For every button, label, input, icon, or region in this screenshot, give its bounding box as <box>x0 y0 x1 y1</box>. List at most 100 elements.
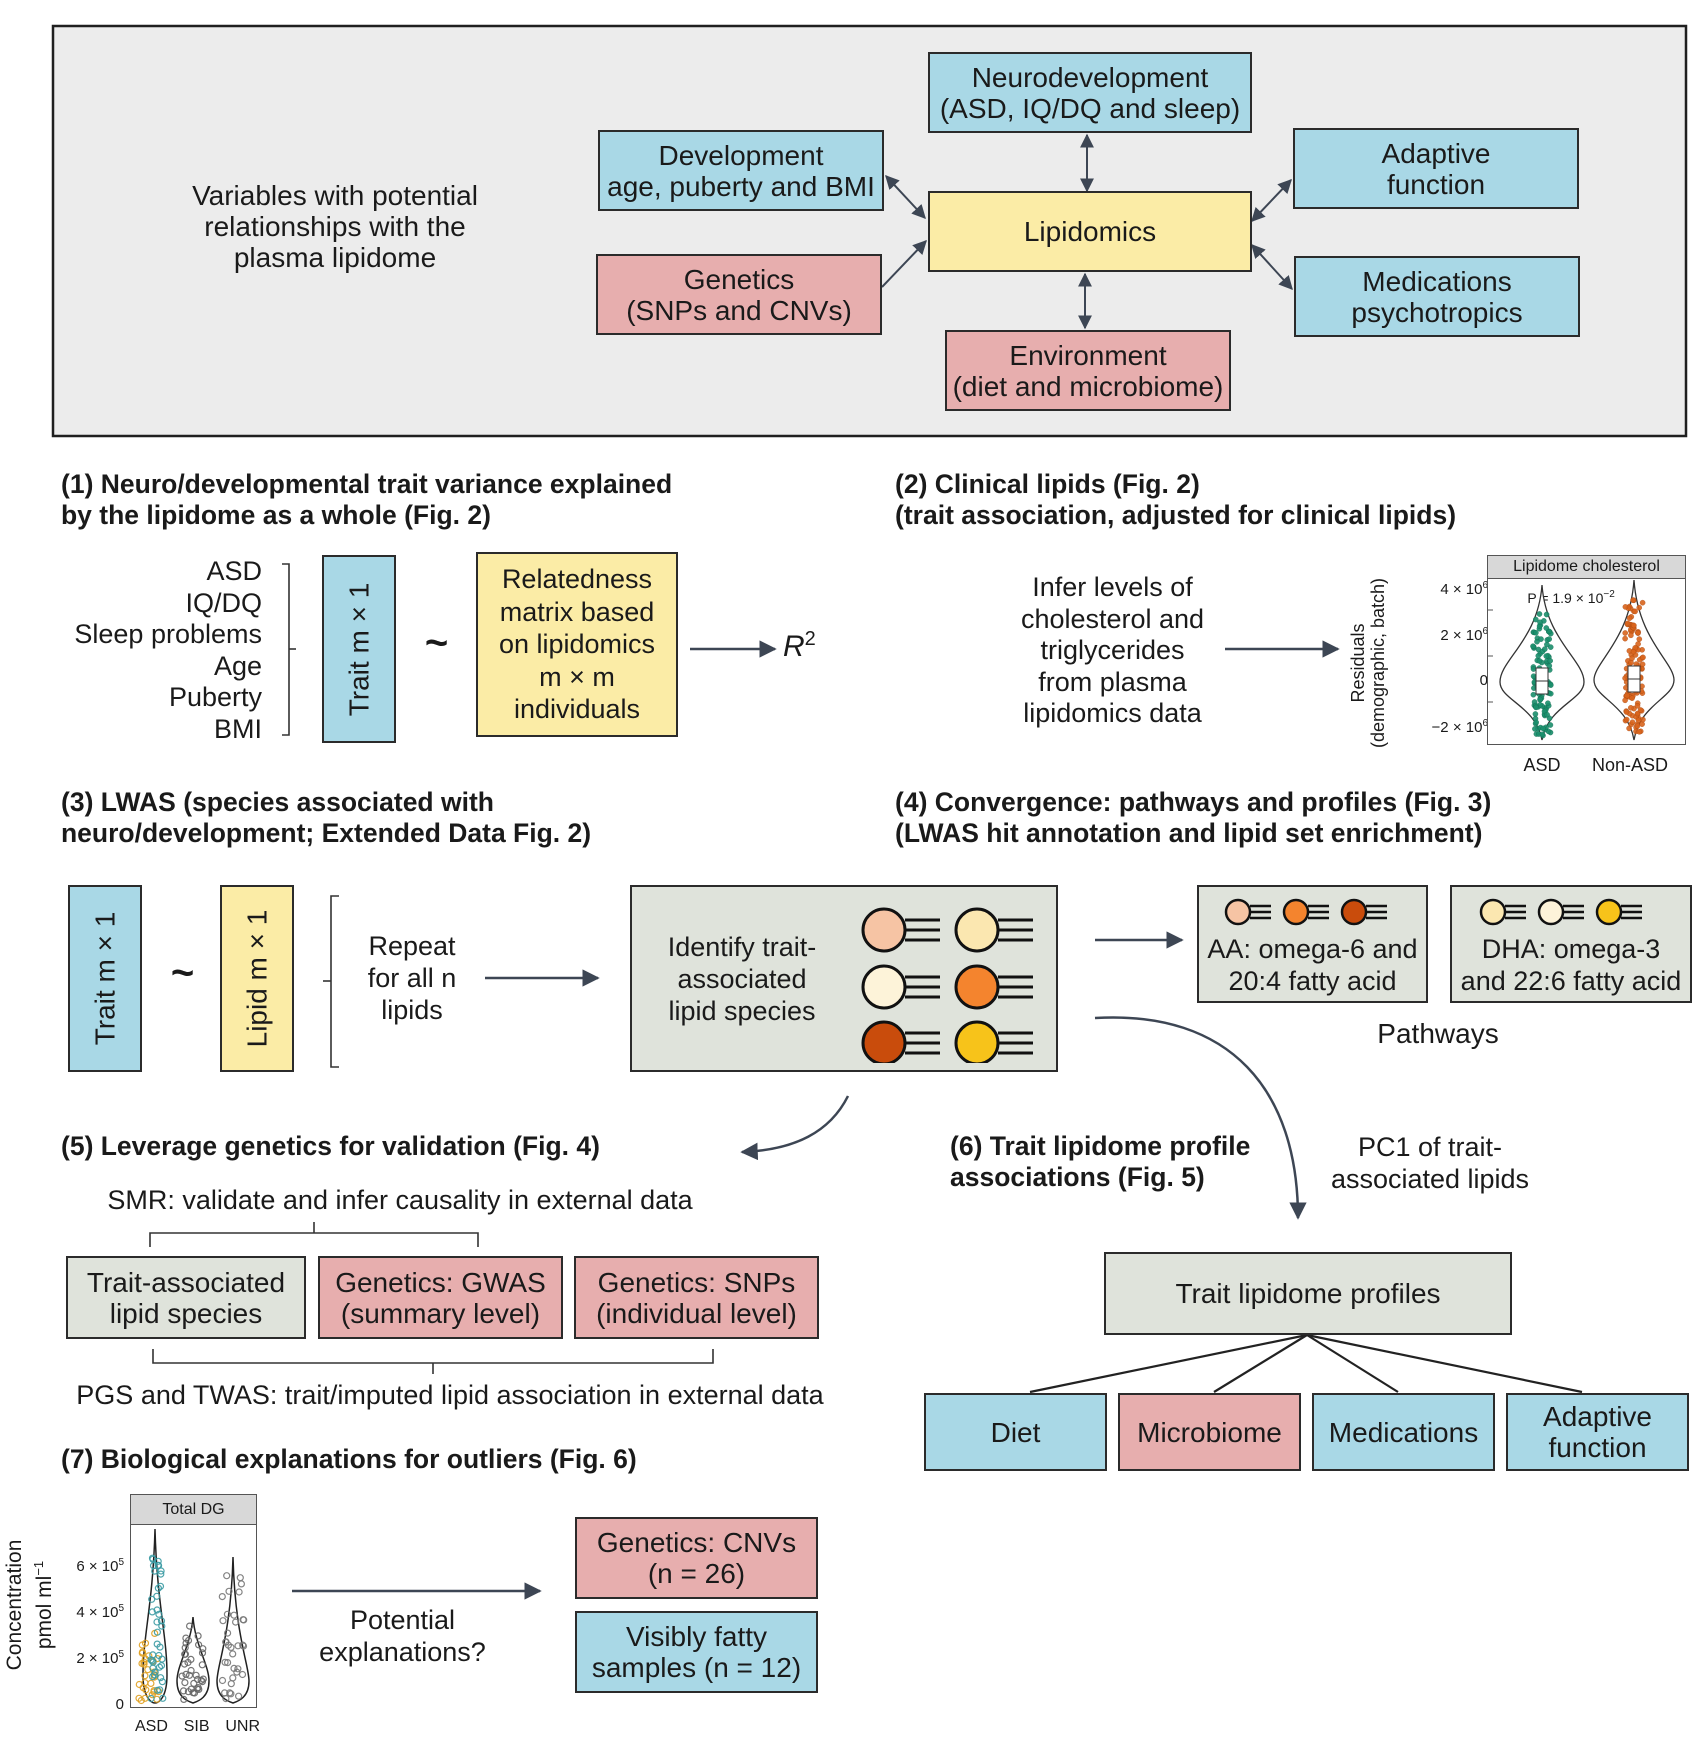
trait-profiles-box: Trait lipidome profiles <box>1104 1252 1512 1335</box>
trait-iq: IQ/DQ <box>185 587 262 618</box>
dg-ytick-2: 2 × 105 <box>76 1649 124 1667</box>
asd-point <box>1544 711 1550 718</box>
dg-unr-point <box>218 1592 226 1601</box>
dg-ytick-4: 4 × 105 <box>76 1603 124 1621</box>
medications-box: Medications psychotropics <box>1294 256 1580 337</box>
tilde-1: ~ <box>424 621 449 665</box>
dg-unr-point <box>222 1638 230 1646</box>
dg-ylabel-line1: Concentration <box>3 1539 26 1671</box>
top-intro-text: Variables with potential relationships w… <box>192 180 478 273</box>
dg-sib-point <box>192 1671 200 1679</box>
dg-asd-point <box>156 1686 164 1694</box>
dg-unr-point <box>230 1611 238 1619</box>
lipid-glyph-3 <box>861 964 940 1010</box>
dg-sib-point <box>194 1684 202 1692</box>
tree-line-diet <box>1029 1333 1308 1394</box>
cholesterol-pvalue: PP = 1.9 × 10−2 <box>1526 589 1615 606</box>
dg-sib-point <box>185 1671 194 1679</box>
arrow-identify-profiles <box>1094 1016 1307 1220</box>
asd-point <box>1547 658 1554 664</box>
r-label: R <box>783 630 805 663</box>
tree-line-medications <box>1306 1334 1399 1393</box>
top-panel-frame <box>51 24 1688 438</box>
asd-point <box>1538 636 1544 642</box>
cnv-box: Genetics: CNVs (n = 26) <box>575 1517 818 1599</box>
chol-ytick-2: 2 × 106 <box>1440 626 1488 644</box>
dg-sib-point <box>193 1675 202 1683</box>
cholesterol-plot-title: Lipidome cholesterol <box>1488 556 1685 579</box>
chol-ytick-4: 4 × 106 <box>1440 580 1488 598</box>
dg-unr-point <box>225 1587 233 1595</box>
dg-unr-point <box>237 1580 246 1588</box>
asd-point <box>1533 719 1540 726</box>
dg-sib-point <box>184 1688 193 1696</box>
arrow-development-lipidomics <box>885 174 926 220</box>
asd-point <box>1543 625 1550 631</box>
trait-bmi: BMI <box>213 713 262 744</box>
asd-point <box>1546 663 1553 669</box>
nonasd-point <box>1627 705 1634 711</box>
trait-vector-label-1: Trait m × 1 <box>343 582 375 716</box>
smr-bracket <box>149 1232 479 1247</box>
dha-lipid-glyphs <box>1479 898 1642 926</box>
asd-point <box>1536 658 1543 664</box>
dg-asd-point <box>145 1652 153 1660</box>
dg-sib-point <box>194 1632 202 1640</box>
section5-heading: (5) Leverage genetics for validation (Fi… <box>61 1131 600 1161</box>
neurodevelopment-box: Neurodevelopment (ASD, IQ/DQ and sleep) <box>928 52 1252 133</box>
dg-asd-point <box>159 1694 167 1702</box>
smr-text: SMR: validate and infer causality in ext… <box>107 1185 693 1215</box>
lipid-glyph-6 <box>954 1020 1033 1063</box>
trait-age: Age <box>213 650 262 681</box>
dg-asd-point <box>157 1570 165 1578</box>
potential-explanations-text: Potential explanations? <box>319 1605 486 1667</box>
aa-pathway-box: AA: omega-6 and 20:4 fatty acid <box>1197 885 1428 1003</box>
lipid-vector-box: Lipid m × 1 <box>220 885 294 1072</box>
dg-unr-point <box>221 1658 229 1666</box>
dg-asd-point <box>141 1672 149 1680</box>
asd-point <box>1533 704 1539 711</box>
chol-ytick-0: 0 <box>1479 672 1488 689</box>
nonasd-point <box>1622 630 1628 636</box>
dg-unr-point <box>235 1588 243 1596</box>
dg-unr-point <box>240 1616 248 1624</box>
dg-xtick-unr: UNR <box>225 1718 260 1735</box>
dg-asd-point <box>148 1657 156 1665</box>
section1-heading: (1) Neuro/developmental trait variance e… <box>61 469 673 530</box>
dg-asd-point <box>158 1655 166 1663</box>
dg-asd-point <box>153 1628 161 1636</box>
nonasd-point <box>1634 629 1641 636</box>
dg-sib-point <box>184 1636 193 1645</box>
cholesterol-ylabel: Residuals (demographic, batch) <box>1348 577 1388 749</box>
trait-vector-label-3: Trait m × 1 <box>89 911 121 1046</box>
arrow-lipidomics-adaptive <box>1251 178 1292 223</box>
medications-profile-box: Medications <box>1312 1393 1495 1471</box>
dg-asd-violin <box>135 1528 168 1705</box>
asd-point <box>1542 646 1548 652</box>
dg-xtick-asd: ASD <box>135 1718 168 1735</box>
dg-sib-point <box>181 1650 190 1658</box>
pathways-label: Pathways <box>1377 1018 1499 1049</box>
repeat-bracket <box>330 895 339 1068</box>
nonasd-point <box>1629 695 1635 701</box>
genetics-box: Genetics (SNPs and CNVs) <box>596 254 882 335</box>
lipid-glyph-1 <box>861 907 940 953</box>
dg-sib-point <box>182 1670 190 1678</box>
aa-pathway-label: AA: omega-6 and 20:4 fatty acid <box>1207 934 1418 996</box>
asd-point <box>1535 653 1542 659</box>
dg-unr-point <box>233 1668 241 1676</box>
asd-point <box>1547 722 1554 728</box>
dg-sib-point <box>187 1666 195 1675</box>
arrow-genetics-lipidomics <box>881 239 927 288</box>
nonasd-point <box>1622 604 1629 610</box>
dg-sib-point <box>180 1660 189 1668</box>
asd-point <box>1547 644 1554 650</box>
dg-unr-point <box>220 1689 229 1697</box>
nonasd-point <box>1634 723 1641 729</box>
nonasd-point <box>1632 608 1638 615</box>
nonasd-point <box>1636 728 1643 735</box>
lipid-glyph-grid <box>861 907 1033 1063</box>
nonasd-point <box>1628 632 1634 639</box>
dg-unr-violin <box>216 1556 250 1704</box>
